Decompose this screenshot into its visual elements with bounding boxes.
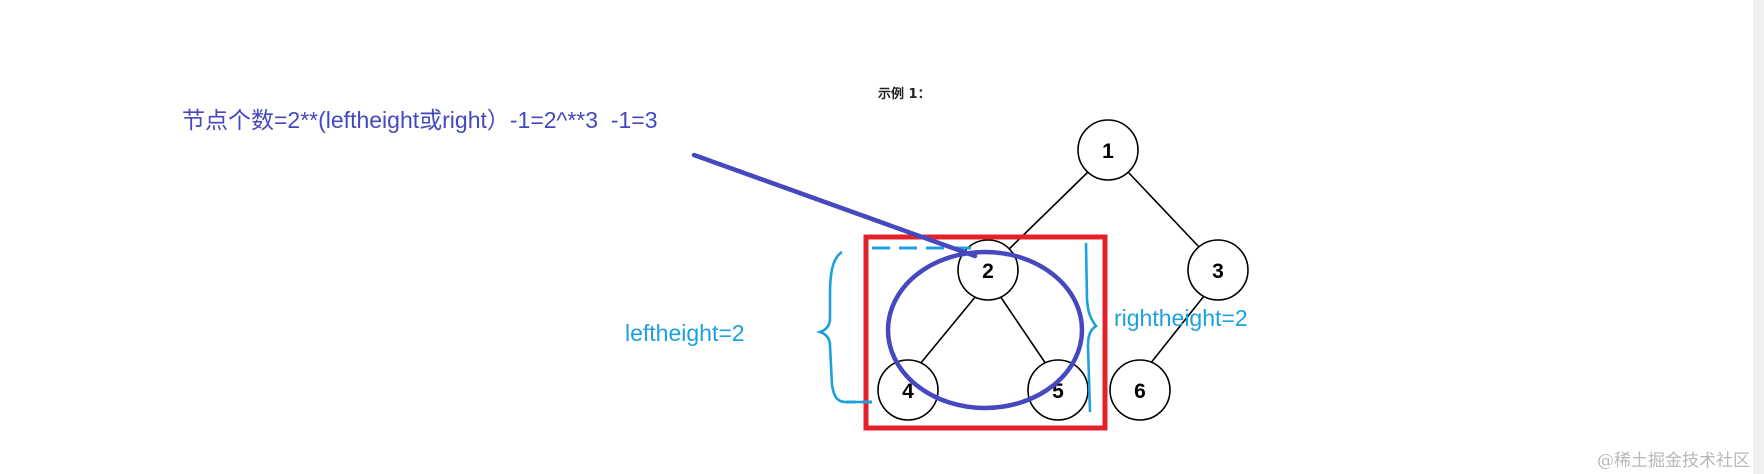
tree-node-1: 1 [1077,119,1139,181]
node-label: 2 [982,260,994,283]
node-count-formula: 节点个数=2**(leftheight或right）-1=2^**3 -1=3 [182,107,658,133]
right-height-label: rightheight=2 [1114,305,1248,331]
scrollbar-strip[interactable] [1753,0,1764,474]
subtree-highlight-box [863,234,1108,431]
tree-node-5: 5 [1027,359,1089,421]
edge-1-3 [1127,171,1201,249]
tree-node-3: 3 [1187,239,1249,301]
node-label: 6 [1134,380,1146,403]
left-height-label: leftheight=2 [625,320,745,346]
left-height-brace-icon [815,250,862,404]
edge-2-4 [919,295,977,365]
edge-3-6 [1149,295,1205,365]
formula-pointer-line [691,152,978,259]
tree-node-6: 6 [1109,359,1171,421]
watermark: @稀土掘金技术社区 [1597,451,1750,471]
edge-2-5 [999,295,1047,365]
subtree-ellipse [885,249,1085,411]
right-height-brace-icon [1084,242,1098,413]
example-title: 示例 1： [878,87,931,102]
node-label: 1 [1102,140,1114,163]
node-label: 3 [1212,260,1224,283]
node-label: 4 [902,380,914,403]
tree-node-4: 4 [877,359,939,421]
